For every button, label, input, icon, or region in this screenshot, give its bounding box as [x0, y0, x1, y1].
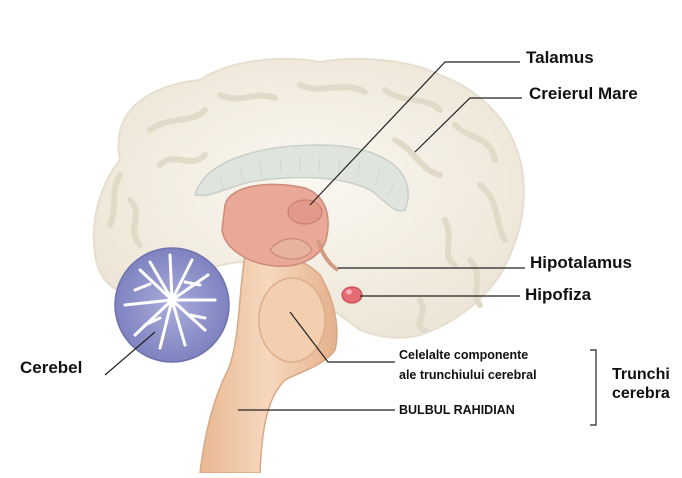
cerebellum	[115, 248, 229, 362]
label-cerebel: Cerebel	[20, 358, 82, 378]
hypophysis	[342, 287, 362, 303]
label-celelalte-line1: Celelalte componente	[399, 348, 528, 362]
pons	[259, 278, 325, 362]
label-celelalte-line2: ale trunchiului cerebral	[399, 368, 537, 382]
label-bulbul-rahidian: BULBUL RAHIDIAN	[399, 403, 515, 417]
label-hipotalamus: Hipotalamus	[530, 253, 632, 273]
label-creierul-mare: Creierul Mare	[529, 84, 638, 104]
label-trunchi-cerebral: Trunchi cerebra	[612, 365, 670, 403]
label-hipofiza: Hipofiza	[525, 285, 591, 305]
trunchi-bracket	[590, 350, 596, 425]
label-talamus: Talamus	[526, 48, 594, 68]
thalamus-nucleus	[288, 200, 322, 224]
